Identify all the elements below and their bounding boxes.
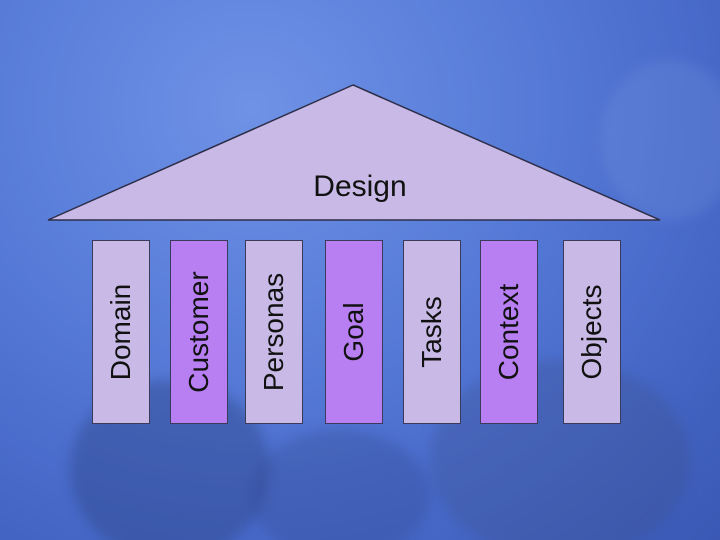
- pillar-customer: Customer: [170, 240, 228, 424]
- background-shape: [430, 360, 690, 540]
- pillar-context: Context: [480, 240, 538, 424]
- roof-shape: [47, 84, 661, 221]
- pillar-personas: Personas: [245, 240, 303, 424]
- pillar-label: Goal: [338, 302, 369, 362]
- pillar-label: Objects: [576, 284, 607, 380]
- pillar-tasks: Tasks: [403, 240, 461, 424]
- pillar-label: Customer: [183, 271, 214, 393]
- background-shape: [600, 60, 720, 220]
- pillar-label: Personas: [258, 272, 289, 392]
- pillar-label: Domain: [105, 283, 136, 381]
- pillar-objects: Objects: [563, 240, 621, 424]
- background-shape: [250, 430, 430, 540]
- pillar-label: Tasks: [416, 296, 447, 368]
- pillar-domain: Domain: [92, 240, 150, 424]
- roof-label: Design: [313, 170, 407, 203]
- pillar-goal: Goal: [325, 240, 383, 424]
- pillar-label: Context: [493, 283, 524, 381]
